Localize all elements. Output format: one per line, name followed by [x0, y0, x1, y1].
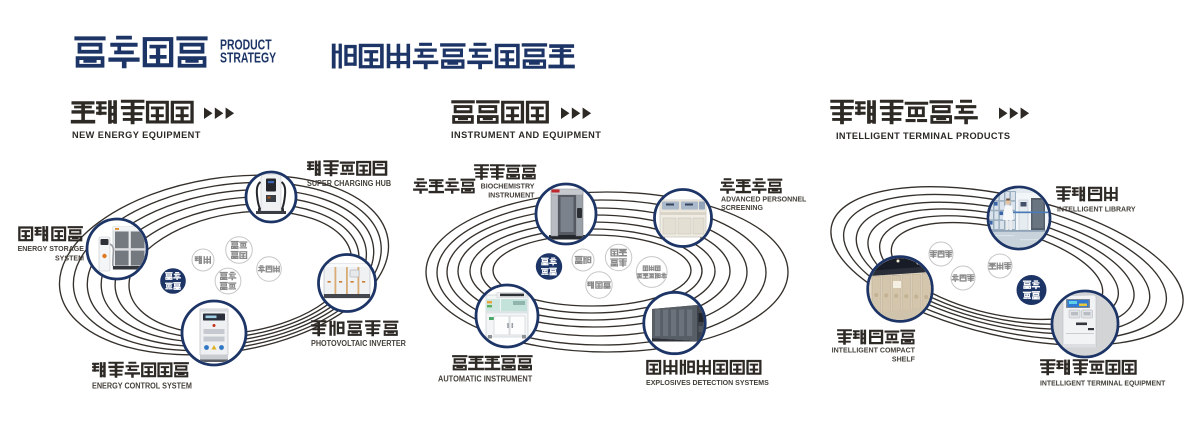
svg-text:STRATEGY: STRATEGY: [220, 50, 277, 66]
svg-text:INSTRUMENT AND EQUIPMENT: INSTRUMENT AND EQUIPMENT: [451, 130, 601, 140]
svg-text:INTELLIGENT LIBRARY: INTELLIGENT LIBRARY: [1057, 204, 1136, 213]
svg-text:INSTRUMENT: INSTRUMENT: [488, 190, 535, 199]
svg-text:PHOTOVOLTAIC INVERTER: PHOTOVOLTAIC INVERTER: [311, 339, 406, 348]
svg-text:ADVANCED PERSONNEL: ADVANCED PERSONNEL: [721, 194, 807, 203]
svg-text:ENERGY STORAGE: ENERGY STORAGE: [18, 244, 85, 253]
svg-text:EXPLOSIVES DETECTION SYSTEMS: EXPLOSIVES DETECTION SYSTEMS: [646, 378, 769, 387]
svg-text:SUPER CHARGING HUB: SUPER CHARGING HUB: [307, 179, 392, 188]
svg-text:INTELLIGENT TERMINAL EQUIPMENT: INTELLIGENT TERMINAL EQUIPMENT: [1040, 378, 1166, 387]
svg-text:NEW ENERGY EQUIPMENT: NEW ENERGY EQUIPMENT: [72, 130, 201, 140]
svg-text:SCREENING: SCREENING: [721, 203, 763, 212]
svg-text:PRODUCT: PRODUCT: [220, 37, 272, 53]
svg-text:SHELF: SHELF: [892, 354, 916, 363]
svg-text:AUTOMATIC INSTRUMENT: AUTOMATIC INSTRUMENT: [438, 374, 533, 383]
svg-text:BIOCHEMISTRY: BIOCHEMISTRY: [481, 181, 535, 190]
svg-text:ENERGY CONTROL SYSTEM: ENERGY CONTROL SYSTEM: [92, 381, 192, 390]
svg-text:SYSTEM: SYSTEM: [55, 253, 84, 262]
svg-text:INTELLIGENT TERMINAL PRODUCTS: INTELLIGENT TERMINAL PRODUCTS: [836, 131, 1010, 141]
svg-text:INTELLIGENT COMPACT: INTELLIGENT COMPACT: [832, 345, 916, 354]
